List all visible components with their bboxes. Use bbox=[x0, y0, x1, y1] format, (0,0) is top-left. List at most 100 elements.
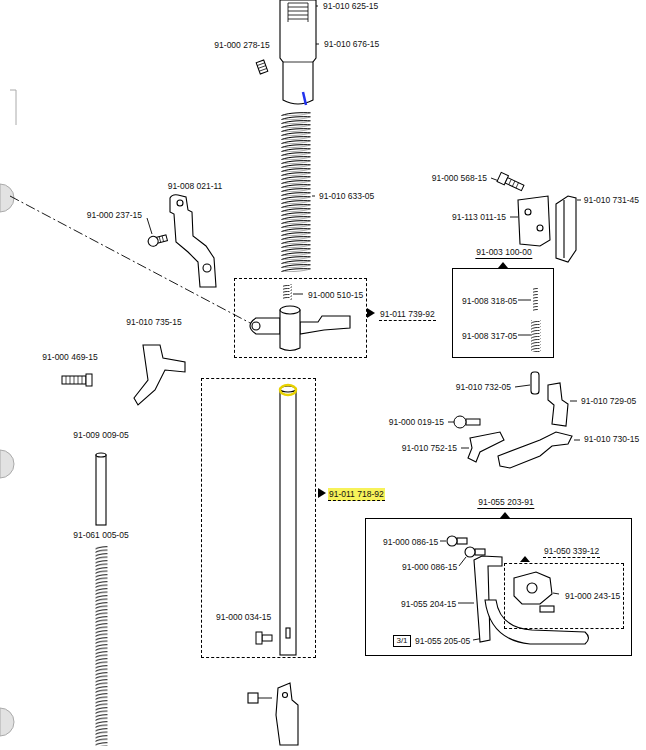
set-screw bbox=[256, 60, 268, 74]
bushing bbox=[280, 0, 316, 104]
screw bbox=[262, 635, 272, 641]
part-number: 91-000 019-15 bbox=[388, 416, 445, 428]
binder-hole bbox=[0, 450, 14, 478]
part-number: 91-010 625-15 bbox=[322, 0, 379, 12]
leader-line bbox=[312, 196, 315, 197]
leader-line bbox=[518, 335, 531, 336]
spring bbox=[533, 288, 538, 312]
set-screw bbox=[257, 63, 267, 71]
assembly-number: 91-011 718-92 bbox=[328, 488, 385, 501]
part-number: 91-000 086-15 bbox=[401, 561, 458, 573]
spring bbox=[283, 284, 292, 300]
lever bbox=[134, 345, 185, 405]
binder-hole bbox=[0, 708, 14, 736]
leader-line bbox=[510, 217, 518, 218]
part-number: 91-010 735-15 bbox=[125, 316, 182, 328]
screw bbox=[497, 172, 525, 192]
leader-line bbox=[448, 422, 454, 423]
leader-line bbox=[515, 385, 530, 387]
binder-hole bbox=[0, 184, 14, 212]
part-number: 91-000 237-15 bbox=[86, 209, 143, 221]
leader-line bbox=[458, 603, 474, 604]
marker-triangle bbox=[318, 262, 530, 562]
lever bbox=[134, 345, 185, 405]
tension-post bbox=[252, 322, 260, 330]
assembly-number: 91-055 203-91 bbox=[477, 496, 534, 509]
part-number: 91-055 204-15 bbox=[400, 598, 457, 610]
presser-bar bbox=[286, 628, 290, 638]
lever bbox=[468, 432, 572, 468]
screw bbox=[147, 233, 168, 248]
leader-line bbox=[459, 557, 466, 566]
part-number: 91-008 318-05 bbox=[461, 295, 518, 307]
part-number: 91-008 021-11 bbox=[167, 180, 224, 192]
leader-line bbox=[574, 440, 580, 441]
presser-foot-parts bbox=[540, 606, 554, 612]
assembly-box: 91-050 339-1291-000 243-15 bbox=[504, 563, 624, 629]
bracket bbox=[170, 195, 216, 287]
part-number: 91-055 205-05 bbox=[414, 635, 471, 647]
presser-bar bbox=[280, 385, 296, 655]
leader-line bbox=[553, 593, 559, 594]
presser-foot-parts bbox=[485, 600, 589, 644]
screw bbox=[454, 416, 480, 428]
spring bbox=[531, 320, 541, 352]
marker-triangle bbox=[367, 308, 375, 318]
binder-hole bbox=[10, 90, 16, 125]
spring bbox=[95, 546, 108, 746]
leader-line bbox=[258, 698, 272, 699]
presser-foot-parts bbox=[465, 547, 475, 557]
part-number: 91-000 278-15 bbox=[213, 39, 270, 51]
bushing bbox=[280, 0, 316, 105]
screw bbox=[454, 416, 466, 428]
presser-foot-parts bbox=[527, 583, 537, 593]
presser-bar bbox=[280, 389, 296, 655]
set-screw bbox=[256, 60, 268, 74]
guide bbox=[563, 200, 564, 258]
tension-post bbox=[250, 306, 350, 351]
pin bbox=[96, 453, 106, 457]
leader-line bbox=[518, 300, 531, 301]
screw bbox=[147, 235, 159, 247]
plate bbox=[518, 196, 550, 246]
assembly-box: 91-003 100-0091-008 318-0591-008 317-05 bbox=[452, 268, 554, 358]
leader-line bbox=[577, 200, 581, 201]
leader-line bbox=[461, 448, 469, 449]
part-number: 91-113 011-15 bbox=[451, 211, 507, 223]
part-number: 91-010 730-15 bbox=[583, 433, 640, 445]
part-number: 91-010 731-45 bbox=[583, 194, 640, 206]
guide bbox=[556, 196, 576, 262]
pin bbox=[531, 372, 539, 394]
pin bbox=[96, 453, 106, 525]
center-line bbox=[10, 196, 252, 324]
part-number: 91-000 510-15 bbox=[307, 289, 364, 301]
screw bbox=[256, 632, 262, 644]
presser-foot bbox=[248, 693, 258, 703]
presser-foot-parts bbox=[514, 572, 552, 604]
plate bbox=[518, 196, 550, 246]
plate bbox=[537, 225, 543, 231]
assembly-box: 91-011 718-9291-000 034-15 bbox=[201, 378, 316, 658]
marker-triangle bbox=[520, 556, 530, 562]
assembly-box: 3/191-050 339-1291-000 243-1591-055 203-… bbox=[365, 518, 632, 656]
presser-foot-parts bbox=[475, 549, 485, 555]
assembly-number: 91-011 739-92 bbox=[379, 308, 436, 321]
spring bbox=[95, 112, 541, 746]
part-number: 91-009 009-05 bbox=[72, 429, 129, 441]
part-number: 91-010 729-05 bbox=[580, 395, 637, 407]
bushing bbox=[303, 92, 306, 105]
guide bbox=[556, 196, 576, 262]
lever bbox=[498, 432, 572, 468]
presser-foot-parts bbox=[457, 538, 467, 544]
screw bbox=[86, 374, 92, 386]
bushing bbox=[283, 3, 313, 62]
presser-foot-parts bbox=[447, 536, 457, 546]
assembly-number: 91-050 339-12 bbox=[543, 545, 600, 558]
screw bbox=[509, 179, 519, 188]
leader-line bbox=[440, 541, 446, 542]
tension-post bbox=[280, 310, 300, 351]
pin bbox=[531, 372, 539, 394]
tension-post bbox=[280, 306, 300, 314]
screw bbox=[159, 236, 163, 243]
part-number: 91-000 243-15 bbox=[564, 590, 621, 602]
